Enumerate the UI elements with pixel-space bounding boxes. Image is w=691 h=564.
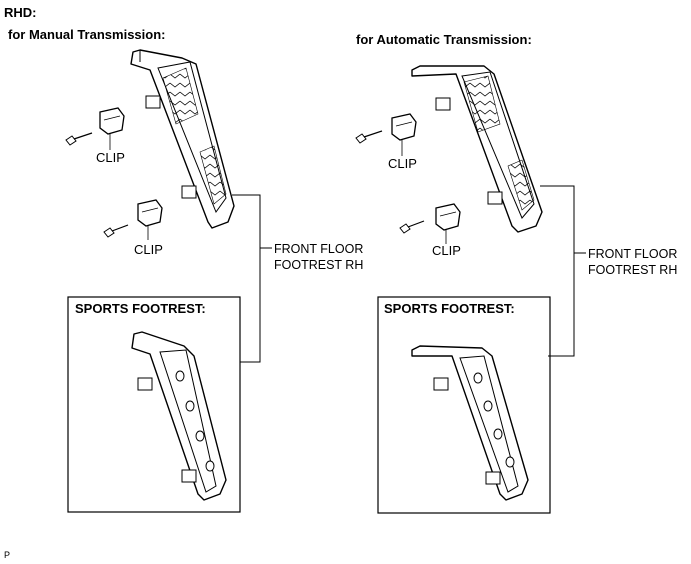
manual-sports-footrest-box <box>67 296 241 513</box>
manual-callout-leader <box>232 194 261 363</box>
automatic-clip-lower <box>435 203 461 244</box>
manual-footrest-drawing <box>130 49 235 229</box>
manual-transmission-title: for Manual Transmission: <box>8 27 166 42</box>
manual-sports-footrest-title: SPORTS FOOTREST: <box>75 301 206 316</box>
section-heading: RHD: <box>4 5 37 20</box>
automatic-transmission-title: for Automatic Transmission: <box>356 32 532 47</box>
automatic-screw-upper <box>355 130 383 144</box>
automatic-callout-leader <box>540 185 575 357</box>
automatic-clip-upper-label: CLIP <box>388 156 417 171</box>
automatic-footrest-drawing <box>411 65 543 233</box>
automatic-clip-lower-label: CLIP <box>432 243 461 258</box>
automatic-callout-line2: FOOTREST RH <box>588 263 678 277</box>
automatic-sports-footrest-drawing <box>411 345 529 501</box>
automatic-clip-upper <box>391 113 417 156</box>
automatic-callout-line1: FRONT FLOOR <box>588 247 678 261</box>
manual-screw-lower <box>103 224 129 238</box>
manual-sports-footrest-drawing <box>131 331 227 501</box>
manual-callout-line2: FOOTREST RH <box>274 258 364 272</box>
manual-clip-upper-label: CLIP <box>96 150 125 165</box>
manual-clip-upper <box>99 107 125 150</box>
manual-clip-lower-label: CLIP <box>134 242 163 257</box>
automatic-sports-footrest-title: SPORTS FOOTREST: <box>384 301 515 316</box>
manual-callout-line1: FRONT FLOOR <box>274 242 364 256</box>
automatic-screw-lower <box>399 220 425 234</box>
manual-screw-upper <box>65 132 93 146</box>
manual-clip-lower <box>137 199 163 240</box>
automatic-sports-footrest-box <box>377 296 551 514</box>
figure-code: P <box>4 550 11 560</box>
